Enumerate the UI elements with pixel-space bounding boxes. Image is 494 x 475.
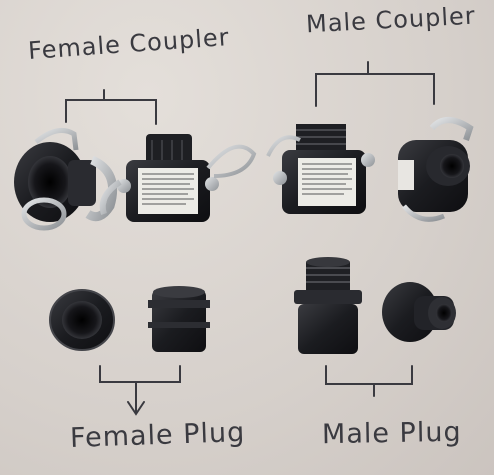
male-plug-barb bbox=[382, 282, 456, 342]
male-coupler-side bbox=[398, 117, 474, 222]
female-plug-bracket bbox=[99, 365, 181, 416]
male-plug-label: Male Plug bbox=[321, 416, 462, 451]
female-coupler-front bbox=[99, 134, 257, 222]
male-plug-bracket bbox=[325, 365, 413, 397]
female-coupler-side bbox=[14, 127, 118, 231]
female-plug-label: Female Plug bbox=[69, 416, 246, 455]
male-coupler-bracket bbox=[315, 61, 435, 107]
female-plug bbox=[49, 289, 115, 351]
female-plug-side bbox=[148, 286, 210, 352]
male-plug bbox=[294, 257, 362, 354]
male-coupler-front bbox=[266, 124, 375, 214]
female-coupler-bracket bbox=[65, 89, 157, 125]
